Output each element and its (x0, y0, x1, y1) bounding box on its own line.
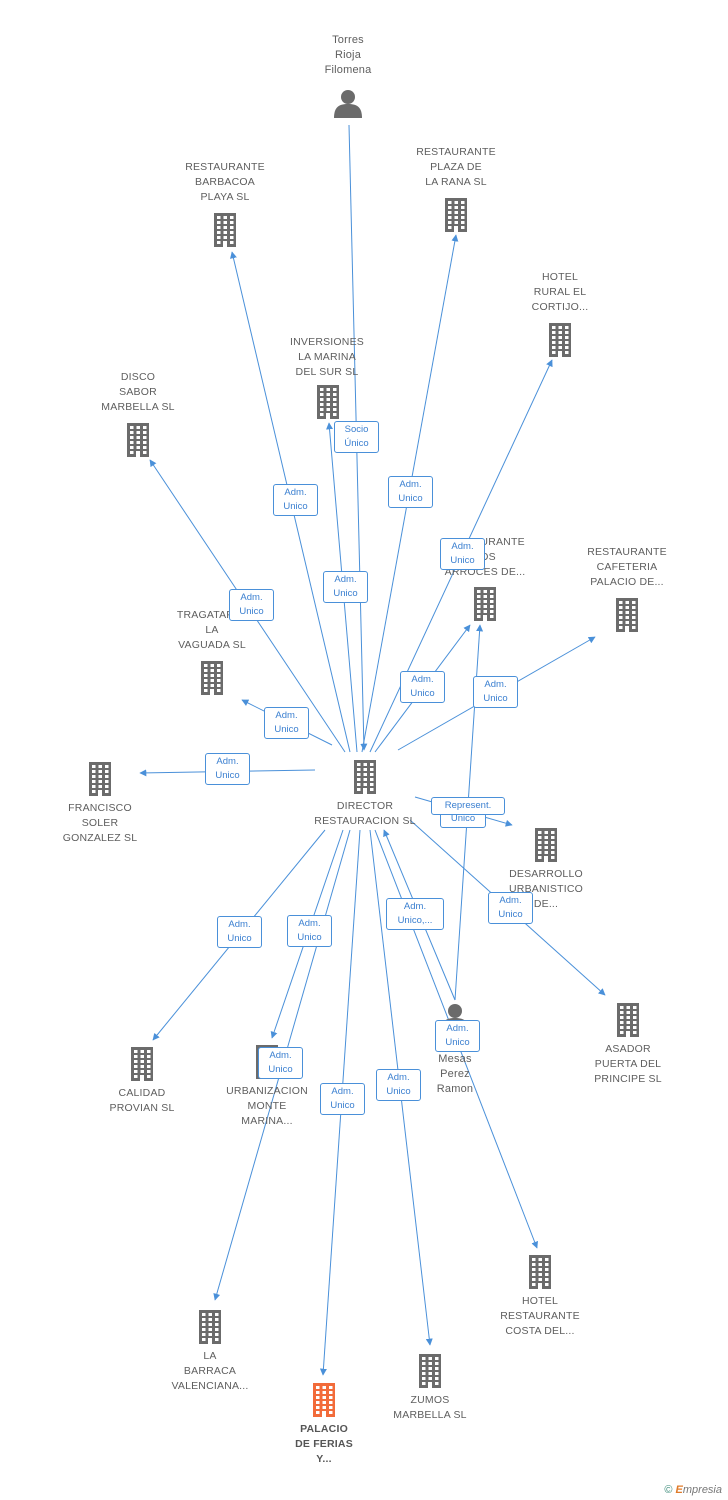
building-icon (313, 1383, 335, 1417)
edge-label-mesas[interactable]: Adm.Unico (435, 1020, 480, 1052)
edge-label-inversiones[interactable]: Adm.Unico (323, 571, 368, 603)
building-icon (445, 198, 467, 232)
building-icon (419, 1354, 441, 1388)
building-icon (474, 587, 496, 621)
building-icon (317, 385, 339, 419)
edge-label-zumos[interactable]: Adm.Unico (376, 1069, 421, 1101)
building-icon (529, 1255, 551, 1289)
edge-label-barbacoa[interactable]: Adm.Unico (273, 484, 318, 516)
building-icon (535, 828, 557, 862)
empresia-logo[interactable]: © Empresia (664, 1484, 722, 1496)
building-icon (89, 762, 111, 796)
edge-label-calidad[interactable]: Adm.Unico (217, 916, 262, 948)
building-icon (127, 423, 149, 457)
edge-label-cafeteria[interactable]: Adm.Unico (473, 676, 518, 708)
edge-label-mesas-dir[interactable]: Adm.Unico,... (386, 898, 444, 930)
edge-label-tragatapas[interactable]: Adm.Unico (264, 707, 309, 739)
person-icon (334, 90, 362, 118)
edge-label-barraca[interactable]: Adm.Unico (287, 915, 332, 947)
edge-label-palacio[interactable]: Adm.Unico (320, 1083, 365, 1115)
building-icon (201, 661, 223, 695)
building-icon (354, 760, 376, 794)
edge-label-francisco[interactable]: Adm.Unico (205, 753, 250, 785)
edge-label-urbanizacion[interactable]: Adm.Unico (258, 1047, 303, 1079)
building-icon (214, 213, 236, 247)
building-icon (617, 1003, 639, 1037)
edge-label-plaza[interactable]: Adm.Unico (388, 476, 433, 508)
building-icon (616, 598, 638, 632)
edge-label-represent[interactable]: Represent. (431, 797, 505, 815)
building-icon (131, 1047, 153, 1081)
edge-label-disco[interactable]: Adm.Unico (229, 589, 274, 621)
edge-label-arroces-top[interactable]: Adm.Unico (440, 538, 485, 570)
building-icon (549, 323, 571, 357)
edge-label-arroces[interactable]: Adm.Unico (400, 671, 445, 703)
edge-label-asador[interactable]: Adm.Unico (488, 892, 533, 924)
building-icon (199, 1310, 221, 1344)
